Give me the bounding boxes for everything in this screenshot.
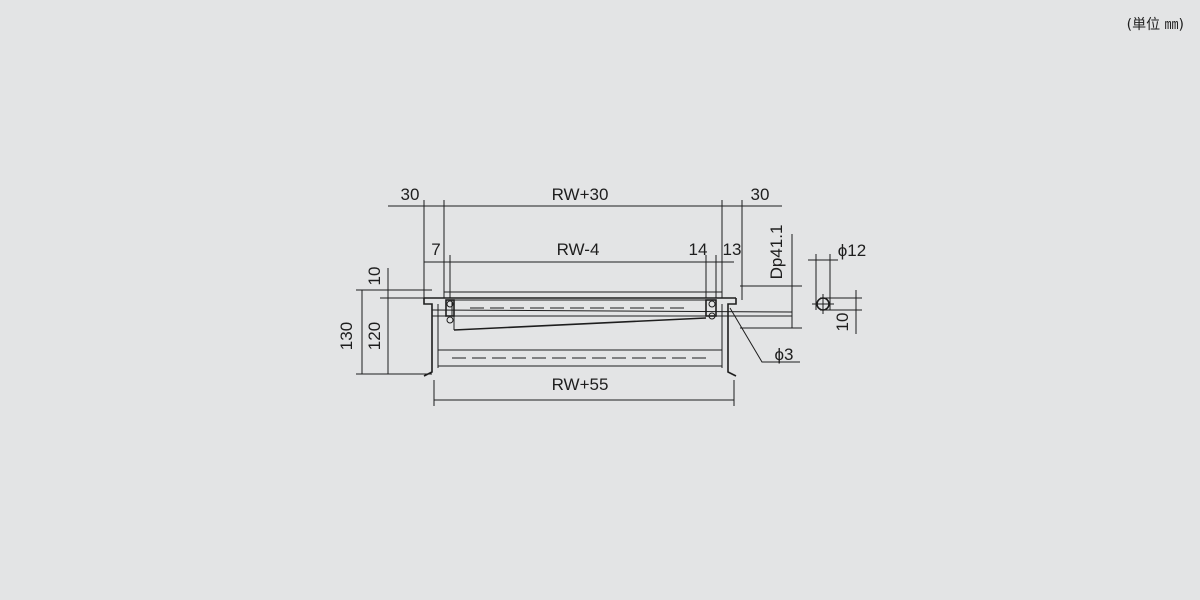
- dim-dp: Dp41.1: [767, 225, 786, 280]
- dim-thirteen: 13: [723, 240, 742, 259]
- dp-dimension: [740, 234, 802, 329]
- bottom-dimension-line: [433, 380, 735, 406]
- dim-top-left-30: 30: [401, 185, 420, 204]
- dim-one-thirty: 130: [337, 322, 356, 350]
- dim-fourteen: 14: [689, 240, 708, 259]
- dim-one-twenty: 120: [365, 322, 384, 350]
- second-dimension-line: [424, 255, 734, 298]
- dim-ten-left: 10: [365, 267, 384, 286]
- dim-rw-plus-30: RW+30: [552, 185, 609, 204]
- phi3-leader: [729, 307, 800, 363]
- top-dimension-line: [388, 200, 782, 300]
- dim-rw-minus-4: RW-4: [557, 240, 600, 259]
- dim-phi3: ϕ3: [775, 345, 794, 364]
- shaft-detail: [808, 254, 862, 334]
- dim-rw-plus-55: RW+55: [552, 375, 609, 394]
- dim-top-right-30: 30: [751, 185, 770, 204]
- dim-phi12: ϕ12: [838, 241, 866, 260]
- dim-seven: 7: [431, 240, 440, 259]
- dim-ten-right: 10: [833, 313, 852, 332]
- unit-note: (単位 ㎜): [1126, 17, 1184, 33]
- conveyor-frame: [423, 291, 793, 377]
